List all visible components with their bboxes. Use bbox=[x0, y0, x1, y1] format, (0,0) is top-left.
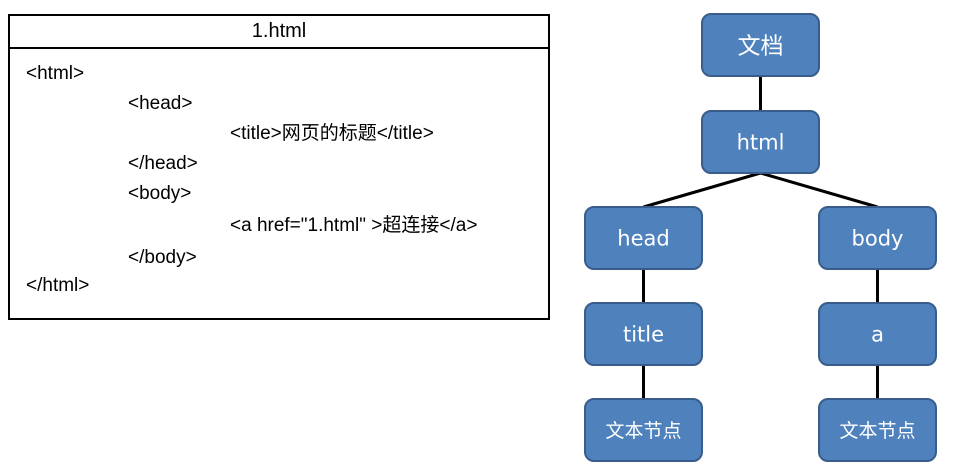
tree-node-box bbox=[701, 110, 820, 174]
tree-node-text-node-2: 文本节点 bbox=[818, 398, 937, 462]
tree-node-html: html bbox=[701, 110, 820, 174]
tree-node-box bbox=[584, 206, 703, 270]
code-line-head-open: <head> bbox=[128, 93, 193, 114]
tree-node-label: a bbox=[871, 323, 884, 347]
code-panel: 1.html <html> <head> <title>网页的标题</title… bbox=[8, 14, 550, 320]
tree-node-label: 文本节点 bbox=[605, 420, 681, 442]
tree-node-a: a bbox=[818, 302, 937, 366]
tree-node-box bbox=[584, 398, 703, 462]
tree-node-title: title bbox=[584, 302, 703, 366]
code-line-head-close: </head> bbox=[128, 153, 198, 174]
tree-node-label: 文本节点 bbox=[839, 420, 915, 442]
tree-nodes: 文档 html head body title a 文本节点 文本节点 bbox=[584, 13, 937, 462]
tree-node-box bbox=[584, 302, 703, 366]
tree-node-box bbox=[818, 206, 937, 270]
edge-html-to-head bbox=[643, 171, 761, 209]
code-line-html-open: <html> bbox=[26, 63, 85, 84]
tree-node-box bbox=[818, 398, 937, 462]
tree-node-label: body bbox=[852, 227, 904, 251]
tree-node-text-node-1: 文本节点 bbox=[584, 398, 703, 462]
edge-html-to-body bbox=[760, 171, 878, 209]
tree-node-label: html bbox=[737, 131, 785, 155]
code-line-body-close: </body> bbox=[128, 247, 197, 268]
tree-node-label: 文档 bbox=[738, 33, 784, 59]
code-line-body-open: <body> bbox=[128, 183, 192, 204]
code-line-anchor: <a href="1.html" >超连接</a> bbox=[230, 215, 478, 236]
tree-node-head: head bbox=[584, 206, 703, 270]
tree-node-document: 文档 bbox=[701, 13, 820, 77]
tree-node-body: body bbox=[818, 206, 937, 270]
code-panel-filename: 1.html bbox=[10, 16, 548, 49]
code-line-html-close: </html> bbox=[26, 275, 90, 296]
tree-node-box bbox=[818, 302, 937, 366]
code-line-title: <title>网页的标题</title> bbox=[230, 123, 434, 144]
tree-node-box bbox=[701, 13, 820, 77]
tree-node-label: head bbox=[617, 227, 669, 251]
tree-edges bbox=[642, 76, 879, 399]
tree-node-label: title bbox=[623, 323, 664, 347]
